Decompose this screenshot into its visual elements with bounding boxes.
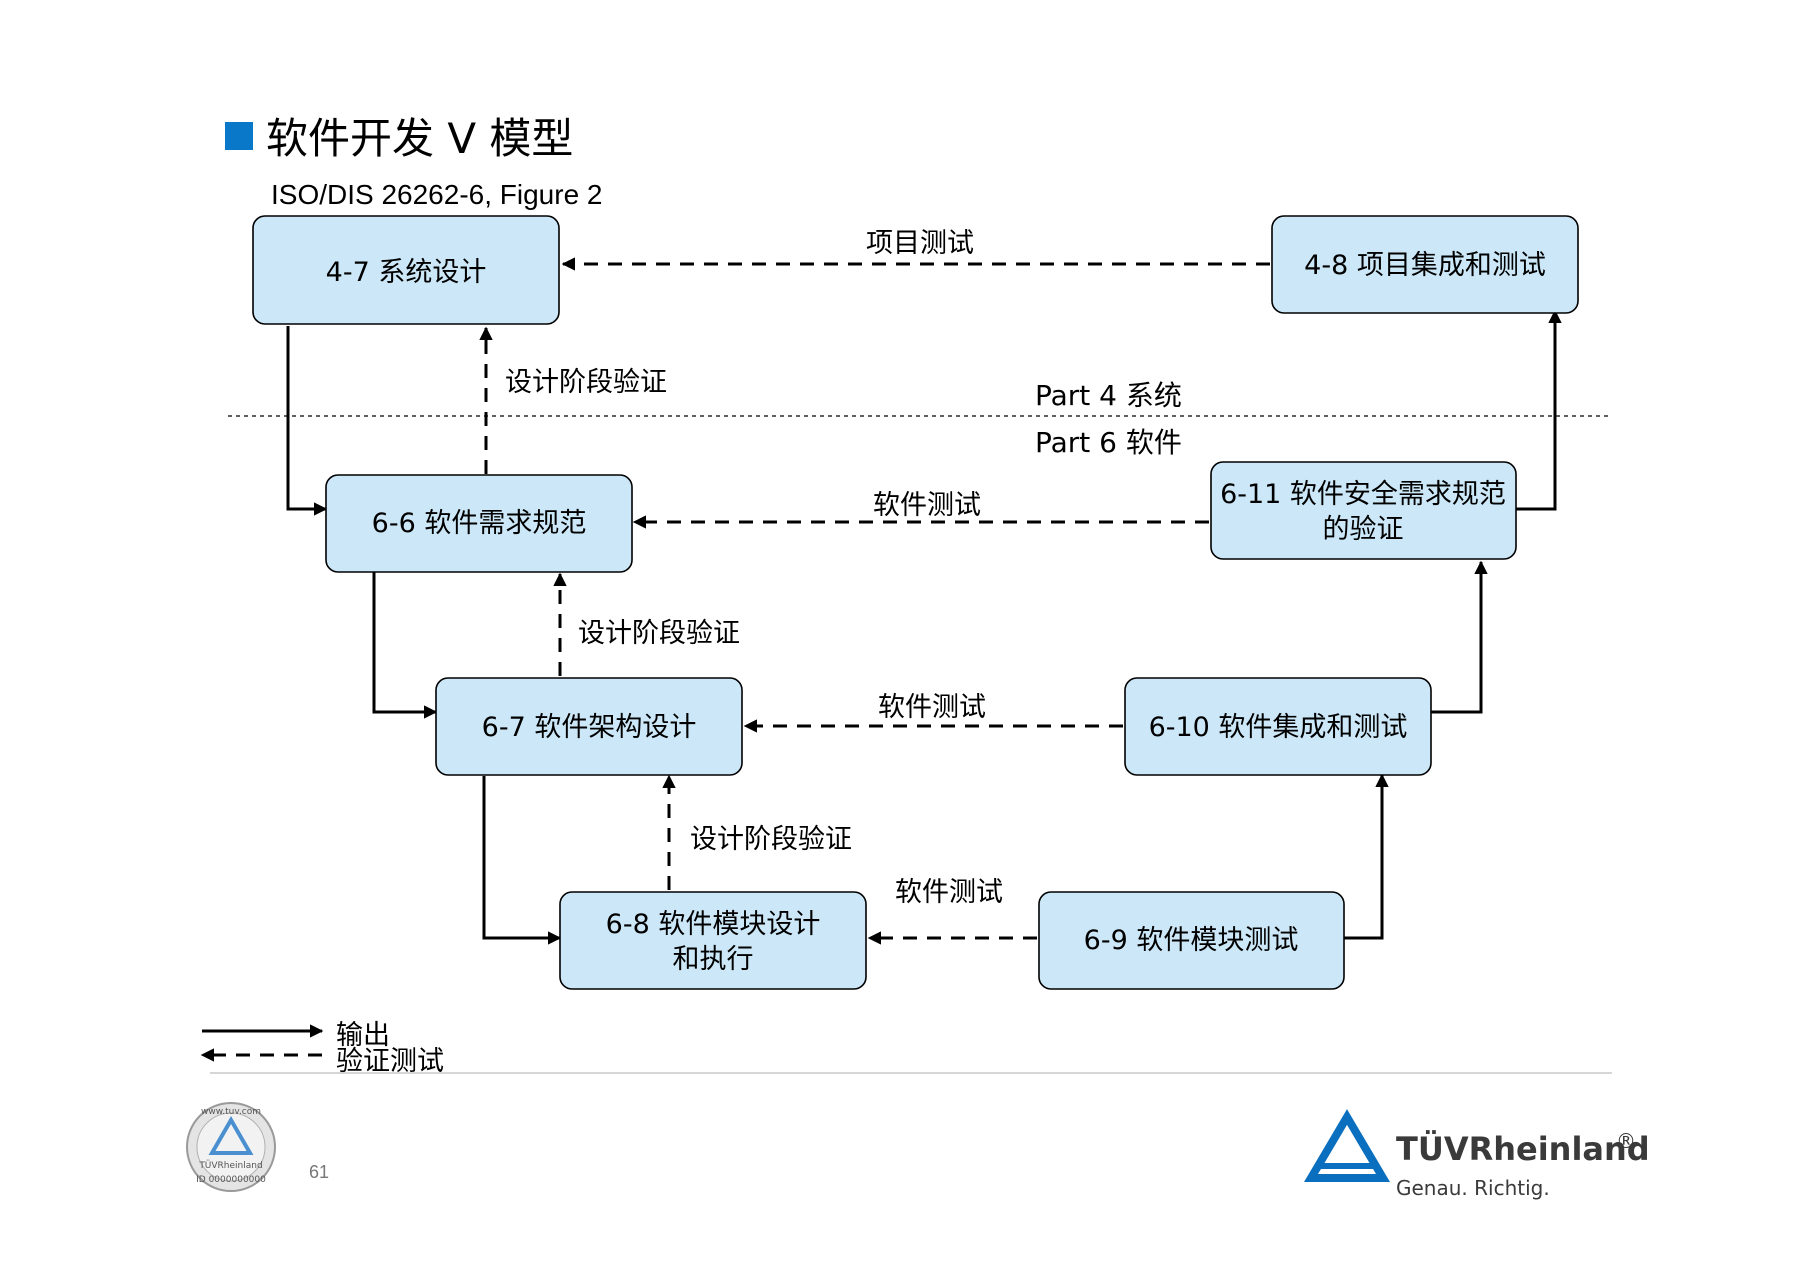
box-6-8-label-line1: 6-8 软件模块设计 <box>606 909 821 940</box>
output-arrow-69-to-610 <box>1344 773 1389 940</box>
box-6-10-sw-integration-test: 6-10 软件集成和测试 <box>1124 677 1432 776</box>
box-6-7-label: 6-7 软件架构设计 <box>482 712 697 743</box>
output-arrow-611-to-48 <box>1516 309 1562 511</box>
output-arrow-66-to-67 <box>372 572 438 719</box>
label-sw-test-2: 软件测试 <box>878 692 986 723</box>
part6-label: Part 6 软件 <box>1035 426 1182 459</box>
box-6-9-label: 6-9 软件模块测试 <box>1084 925 1299 956</box>
box-4-8-label: 4-8 项目集成和测试 <box>1304 250 1546 281</box>
box-4-7-system-design: 4-7 系统设计 <box>252 215 560 325</box>
brand-name: TÜVRheinland <box>1396 1130 1650 1168</box>
brand-slogan: Genau. Richtig. <box>1396 1176 1550 1200</box>
box-6-7-sw-architecture: 6-7 软件架构设计 <box>435 677 743 776</box>
label-item-test: 项目测试 <box>866 228 974 259</box>
output-arrow-610-to-611 <box>1431 560 1488 714</box>
legend-output-label: 输出 <box>336 1020 390 1051</box>
page-number: 61 <box>309 1162 329 1182</box>
box-6-11-sw-safety-verification: 6-11 软件安全需求规范 的验证 <box>1210 461 1517 560</box>
seal-id-text: ID 0000000000 <box>196 1175 266 1185</box>
legend-verification-label: 验证测试 <box>336 1046 444 1077</box>
box-6-8-sw-unit-design: 6-8 软件模块设计 和执行 <box>559 891 867 990</box>
tuv-rheinland-logo: TÜVRheinland ® Genau. Richtig. <box>1303 1109 1650 1200</box>
output-arrow-47-to-66 <box>286 326 328 516</box>
box-6-8-label-line2: 和执行 <box>673 944 754 975</box>
part4-label: Part 4 系统 <box>1035 379 1182 412</box>
label-design-verify-1: 设计阶段验证 <box>505 367 667 398</box>
box-6-9-sw-unit-test: 6-9 软件模块测试 <box>1038 891 1345 990</box>
box-4-8-item-integration-test: 4-8 项目集成和测试 <box>1271 215 1579 314</box>
label-sw-test-3: 软件测试 <box>895 877 1003 908</box>
page-title: 软件开发 V 模型 <box>266 114 573 163</box>
title-square-icon <box>225 122 253 150</box>
label-design-verify-2: 设计阶段验证 <box>578 618 740 649</box>
label-design-verify-3: 设计阶段验证 <box>690 824 852 855</box>
box-6-6-label: 6-6 软件需求规范 <box>372 508 587 539</box>
legend: 输出 验证测试 <box>200 1020 444 1077</box>
tuv-triangle-logo-icon <box>1303 1109 1391 1182</box>
box-6-10-label: 6-10 软件集成和测试 <box>1149 712 1408 743</box>
brand-registered-mark: ® <box>1616 1129 1636 1153</box>
box-6-11-label-line2: 的验证 <box>1323 514 1404 545</box>
tuv-certification-seal: www.tuv.com TÜVRheinland ID 0000000000 <box>186 1102 276 1192</box>
box-4-7-label: 4-7 系统设计 <box>326 257 487 288</box>
output-arrow-67-to-68 <box>482 776 562 945</box>
seal-url-text: www.tuv.com <box>201 1107 261 1117</box>
seal-brand-text: TÜVRheinland <box>198 1160 262 1171</box>
label-sw-test-1: 软件测试 <box>873 490 981 521</box>
box-6-11-label-line1: 6-11 软件安全需求规范 <box>1220 479 1506 510</box>
box-6-6-sw-requirements: 6-6 软件需求规范 <box>325 474 633 573</box>
page-subtitle: ISO/DIS 26262-6, Figure 2 <box>271 179 603 210</box>
